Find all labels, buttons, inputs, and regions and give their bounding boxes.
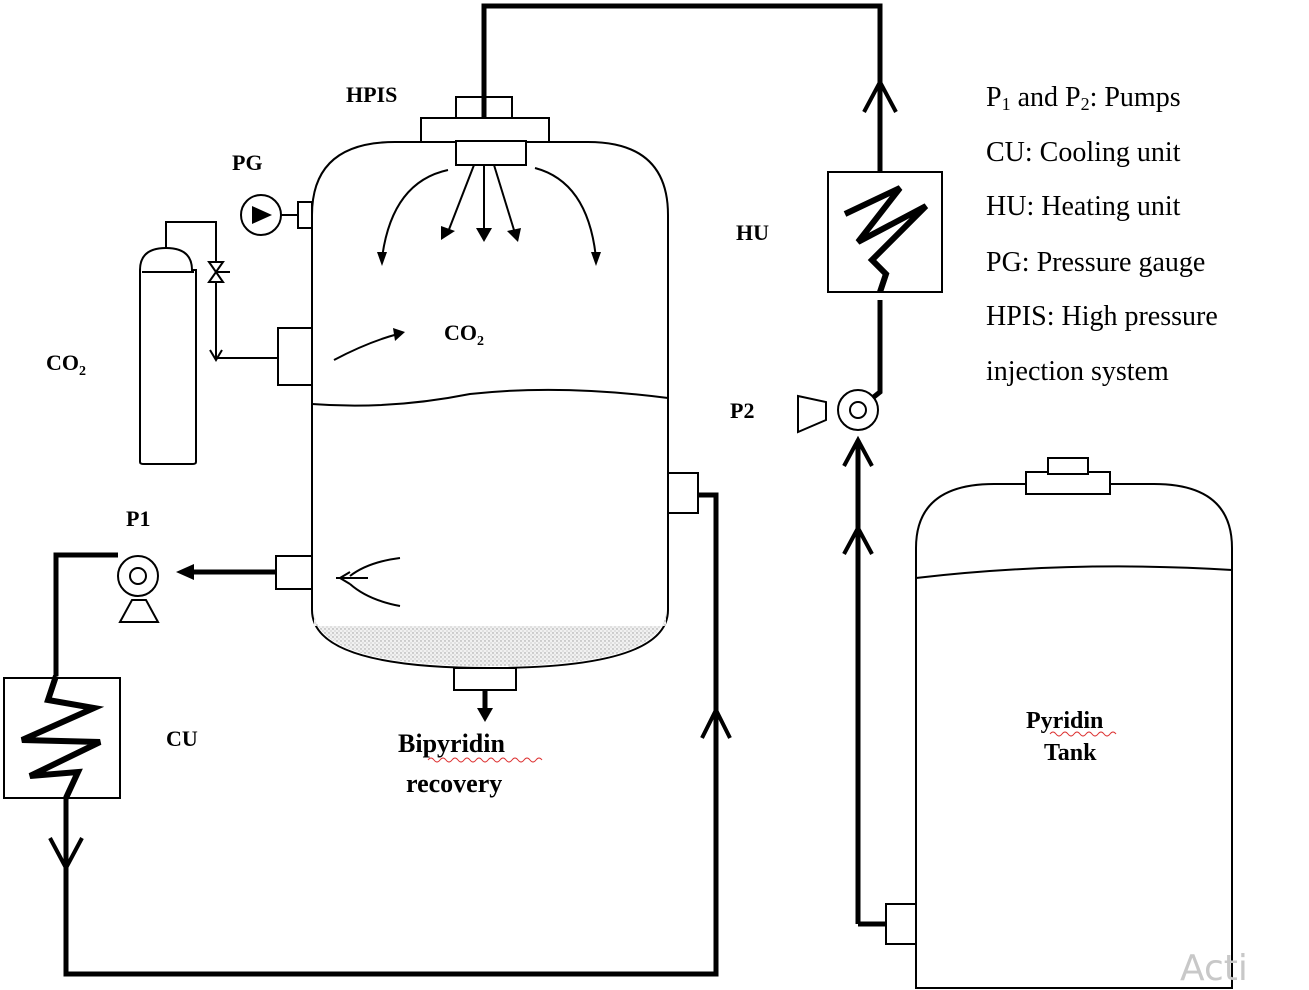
legend: P1 and P2: Pumps CU: Cooling unit HU: He… <box>986 82 1218 387</box>
pump-p1 <box>117 555 160 623</box>
pg-connector <box>297 201 313 229</box>
spellcheck-underline <box>427 757 543 763</box>
p1-inlet-arrow <box>176 564 194 580</box>
hpis-feed-pipe <box>481 3 883 172</box>
legend-pg: PG: Pressure gauge <box>986 247 1205 278</box>
pressure-gauge <box>240 194 298 236</box>
bottom-outlet <box>453 667 517 722</box>
hu-outlet-arrow <box>862 77 898 113</box>
hu-to-p2-pipe <box>868 300 883 402</box>
legend-hpis: HPIS: High pressure <box>986 301 1218 332</box>
pyridin-tank <box>885 457 1233 989</box>
outlet-flow <box>336 557 401 607</box>
heating-unit <box>827 171 943 293</box>
co2-cylinder-label: CO2 <box>46 350 86 379</box>
spray-arrows <box>377 164 601 266</box>
pg-label: PG <box>232 150 263 175</box>
sediment-layer <box>314 610 666 666</box>
co2-inlet-nozzle <box>277 327 313 386</box>
co2-cylinder <box>139 246 197 465</box>
co2-inlet-flow <box>333 328 405 361</box>
recycle-return-pipe <box>63 492 719 977</box>
tank-label: Tank <box>1044 740 1097 766</box>
cu-label: CU <box>166 726 198 751</box>
legend-hu: HU: Heating unit <box>986 191 1181 222</box>
recovery-label: recovery <box>406 769 502 798</box>
p2-label: P2 <box>730 398 754 423</box>
hpis-label: HPIS <box>346 82 397 107</box>
tank-line-arrow-2 <box>842 435 874 467</box>
co2-valve-icon <box>207 261 230 283</box>
legend-cu: CU: Cooling unit <box>986 137 1181 168</box>
liquid-level-line <box>311 388 669 407</box>
recycle-return-nozzle <box>667 472 699 514</box>
watermark: Acti <box>1180 948 1248 989</box>
pyridin-label: Pyridin <box>1026 708 1103 734</box>
co2-vessel-label: CO2 <box>444 320 484 349</box>
recycle-up-arrow <box>700 705 732 739</box>
co2-supply-line <box>165 221 278 359</box>
hu-label: HU <box>736 220 769 245</box>
bipyridin-label: Bipyridin <box>398 729 505 758</box>
reactor-vessel <box>311 141 669 670</box>
cooling-unit <box>3 675 121 800</box>
tank-line-arrow-1 <box>842 523 874 555</box>
legend-hpis-cont: injection system <box>986 356 1169 387</box>
outlet-nozzle <box>275 555 313 590</box>
p1-to-cu-pipe <box>53 552 118 676</box>
p1-label: P1 <box>126 506 150 531</box>
pump-p2 <box>797 389 879 434</box>
legend-pumps: P1 and P2: Pumps <box>986 82 1181 114</box>
